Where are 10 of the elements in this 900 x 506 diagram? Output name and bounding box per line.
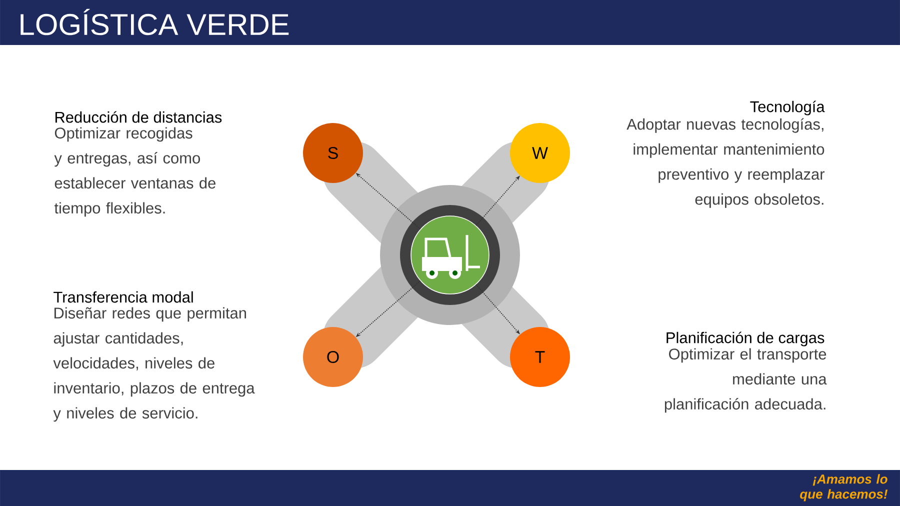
heading: Planificación de cargas xyxy=(666,332,824,346)
description: Diseñar redes que permitan ajustar cantidades, velocidades, niveles de inventario, plazos de entrega y niveles de servicio. xyxy=(53,307,255,422)
description: Optimizar el transporte mediante una planificación adecuada. xyxy=(664,348,827,413)
heading: Reducción de distancias xyxy=(55,111,222,123)
title: LOGÍSTICA VERDE xyxy=(20,8,289,36)
heading: Transferencia modal xyxy=(54,291,193,303)
description: Optimizar recogidas y entregas, así como establecer ventanas de tiempo flexibles. xyxy=(54,127,216,217)
description: Adoptar nuevas tecnologías, implementar mantenimiento preventivo y reemplazar equipos obsoletos. xyxy=(626,118,824,208)
heading: Tecnología xyxy=(750,100,825,116)
slogan: ¡Amamos lo que hacemos! xyxy=(800,474,888,502)
